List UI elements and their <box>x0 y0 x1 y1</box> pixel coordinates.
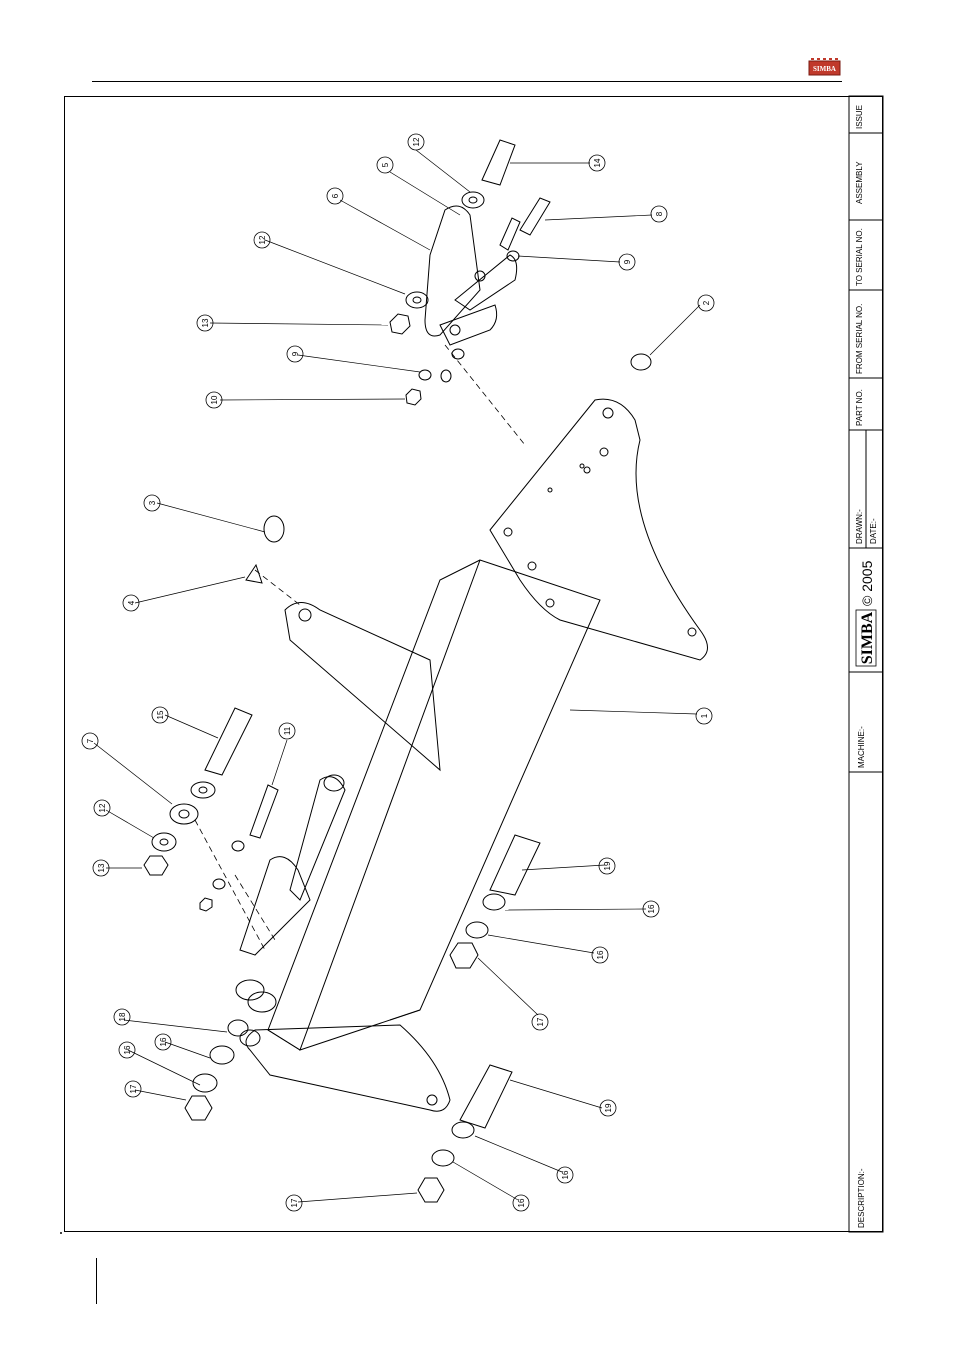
bolt-19-lower <box>460 1065 512 1128</box>
copyright-text: © 2005 <box>859 560 875 606</box>
mounting-plate-right <box>490 399 708 660</box>
balloon-19: 19 <box>604 1103 613 1112</box>
from-serial-label: FROM SERIAL NO. <box>855 304 864 374</box>
balloon-12: 12 <box>412 137 421 146</box>
bolt-14 <box>482 140 515 185</box>
balloon-5: 5 <box>381 162 390 167</box>
machine-label: MACHINE:- <box>857 726 866 768</box>
balloon-2: 2 <box>702 300 711 305</box>
main-beam <box>300 560 600 1050</box>
assembly-label: ASSEMBLY <box>855 161 864 204</box>
description-label: DESCRIPTION:- <box>857 1168 866 1228</box>
bolt-19-upper <box>490 835 540 895</box>
callout-balloons <box>82 134 714 1211</box>
balloon-8: 8 <box>655 211 664 216</box>
lynch-pin-4 <box>246 565 262 583</box>
balloon-13: 13 <box>201 318 210 327</box>
balloon-16: 16 <box>517 1198 526 1207</box>
bolt-15 <box>205 708 252 775</box>
balloon-12: 12 <box>258 235 267 244</box>
page-mark <box>60 1232 62 1234</box>
balloon-16: 16 <box>159 1037 168 1046</box>
balloon-16: 16 <box>647 904 656 913</box>
balloon-10: 10 <box>210 395 219 404</box>
balloon-9: 9 <box>291 351 300 356</box>
date-label: DATE:- <box>869 518 878 544</box>
balloon-15: 15 <box>156 710 165 719</box>
balloon-14: 14 <box>593 158 602 167</box>
balloon-17: 17 <box>536 1017 545 1026</box>
pin-11 <box>250 785 278 838</box>
balloon-16: 16 <box>561 1170 570 1179</box>
balloon-3: 3 <box>148 500 157 505</box>
link-plate <box>425 206 480 336</box>
balloon-19: 19 <box>603 861 612 870</box>
balloon-4: 4 <box>127 600 136 605</box>
issue-label: ISSUE <box>855 105 864 129</box>
balloon-7: 7 <box>86 738 95 743</box>
balloon-9: 9 <box>623 259 632 264</box>
balloon-6: 6 <box>331 193 340 198</box>
balloon-11: 11 <box>283 726 292 735</box>
balloon-18: 18 <box>118 1012 127 1021</box>
end-plate-left <box>246 1025 450 1111</box>
balloon-16: 16 <box>596 950 605 959</box>
pin-3 <box>264 516 284 542</box>
to-serial-label: TO SERIAL NO. <box>855 228 864 286</box>
balloon-13: 13 <box>97 863 106 872</box>
balloon-12: 12 <box>98 803 107 812</box>
balloon-17: 17 <box>290 1198 299 1207</box>
drawn-label: DRAWN:- <box>855 509 864 544</box>
balloon-1: 1 <box>700 713 709 718</box>
balloon-16: 16 <box>123 1045 132 1054</box>
balloon-17: 17 <box>129 1084 138 1093</box>
bolt-8 <box>520 198 550 235</box>
arm-bracket <box>285 603 440 771</box>
title-block-logo: SIMBA © 2005 <box>856 560 876 666</box>
footer-rule <box>96 1258 97 1304</box>
title-block-logo-text: SIMBA <box>859 611 876 664</box>
part-no-label: PART NO. <box>855 389 864 426</box>
